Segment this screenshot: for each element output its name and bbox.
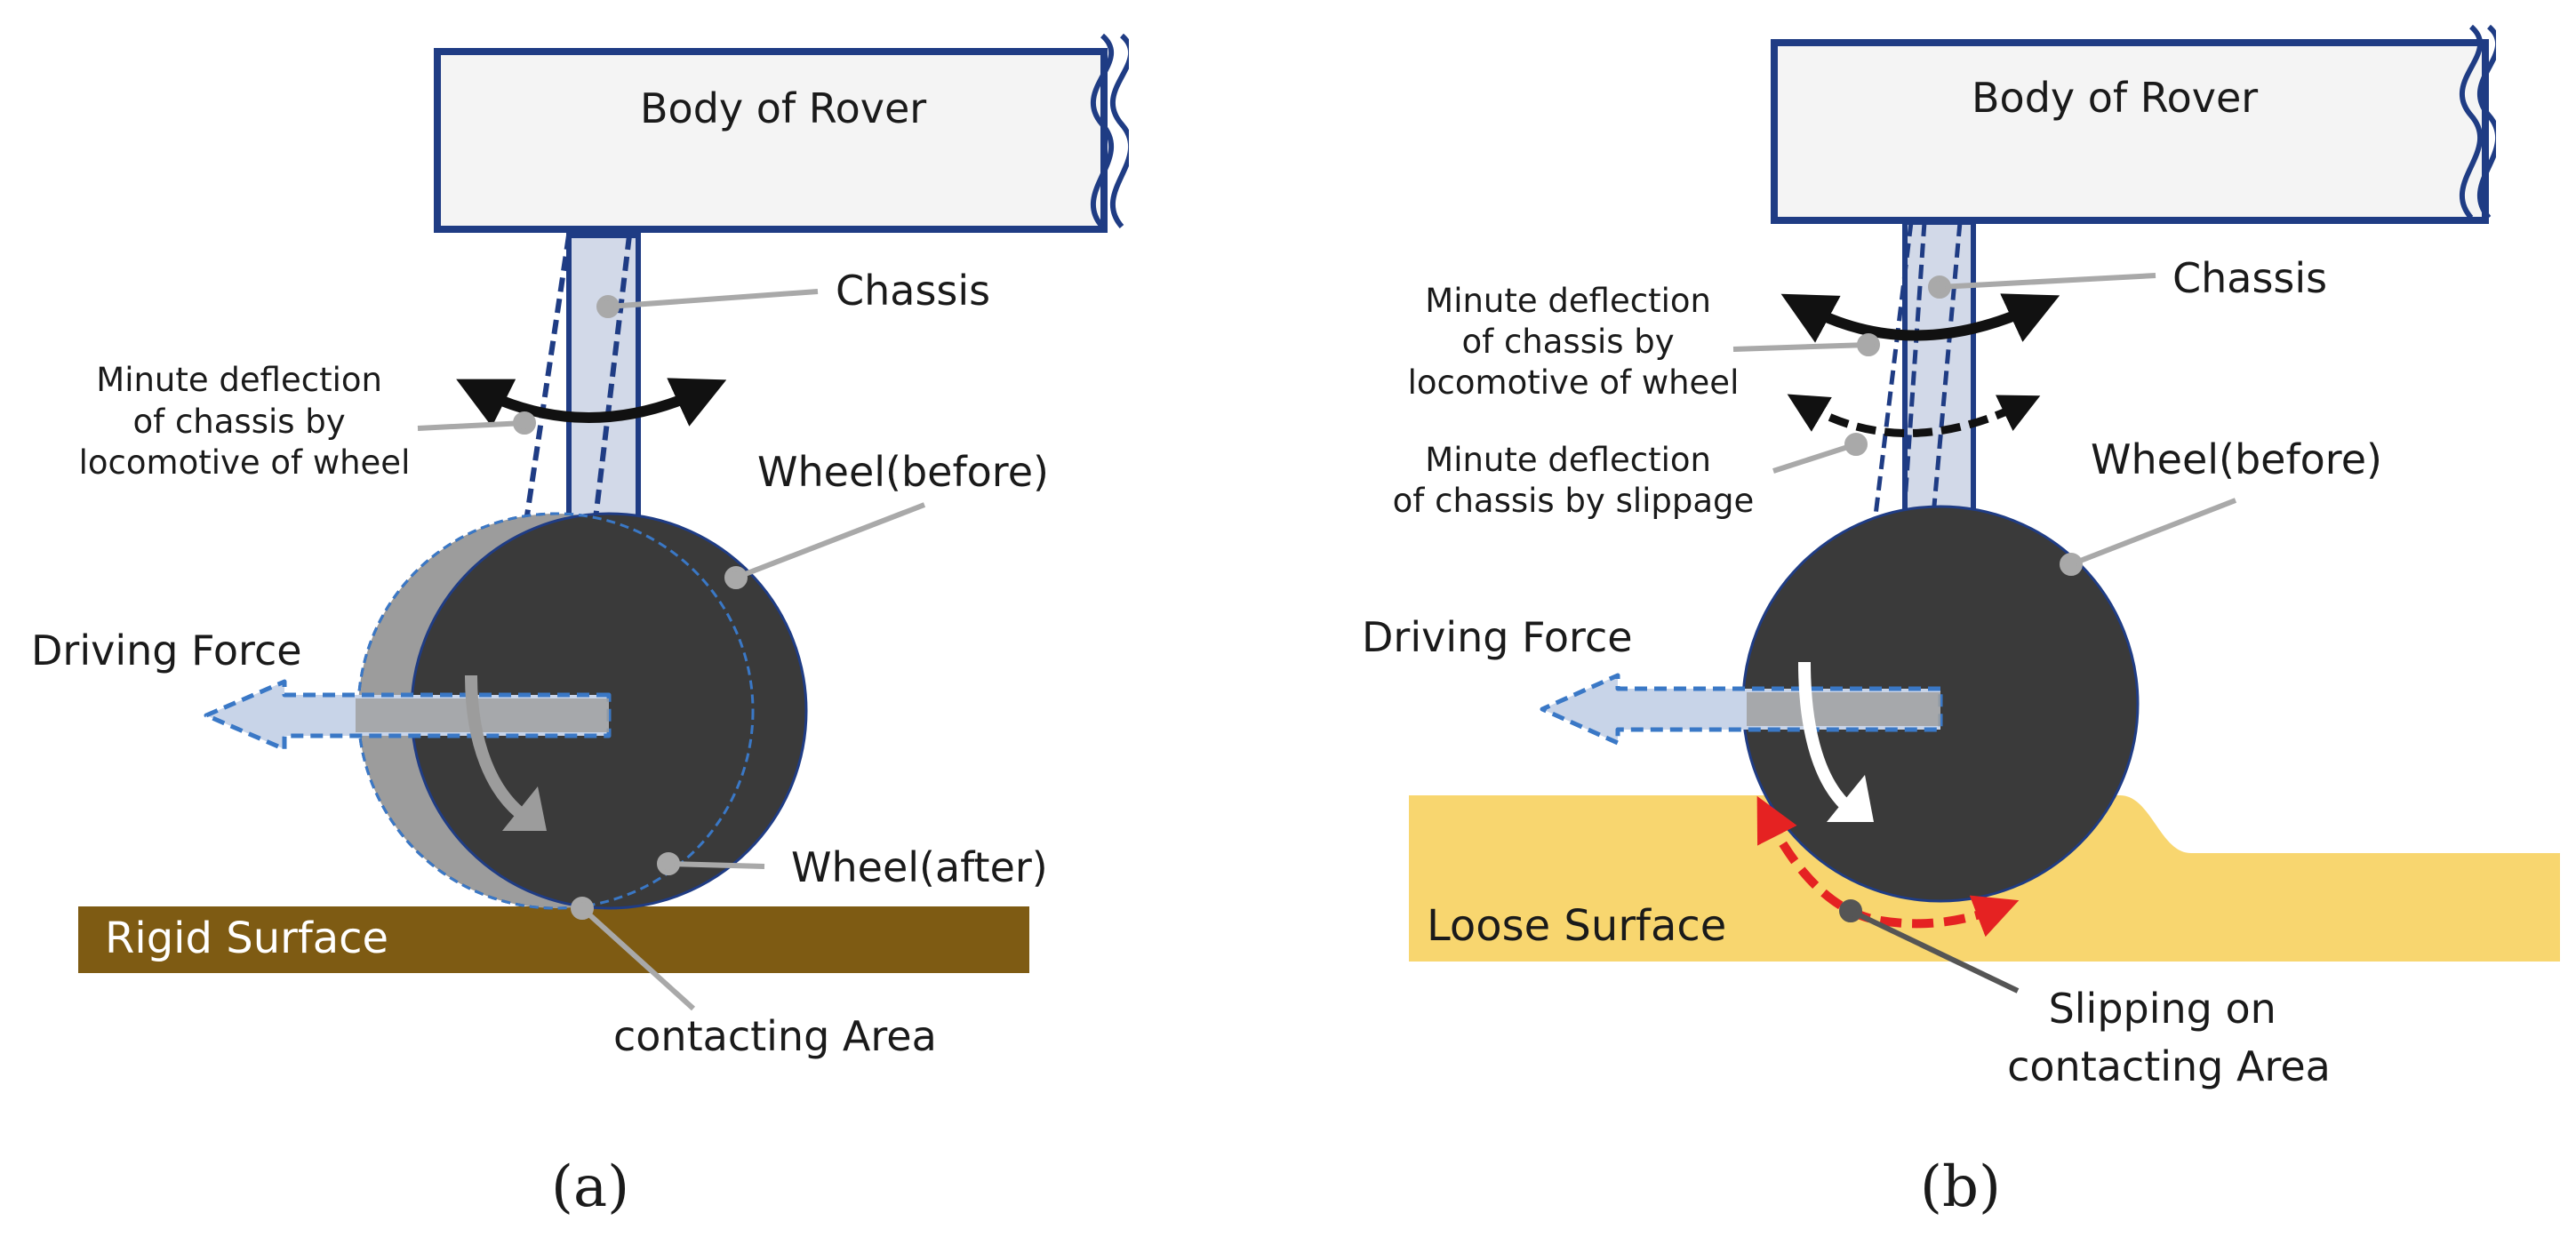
driving-force-b-label: Driving Force [1362, 613, 1633, 661]
rigid-surface [78, 906, 1029, 973]
panel-b: Loose Surface Body of Rover Driving Forc… [1362, 24, 2560, 1220]
deflection-label: Minute deflection of chassis by locomoti… [79, 361, 411, 482]
deflection-slippage-label-line-2: of chassis by slippage [1393, 482, 1755, 520]
wheel-after-label: Wheel(after) [791, 843, 1048, 891]
slip-label: Slipping on contacting Area [2007, 985, 2331, 1090]
driving-force-label: Driving Force [31, 626, 302, 674]
deflection-label-line-2: of chassis by [133, 403, 346, 441]
chassis-b-deflected [1873, 221, 1963, 516]
panel-a: Rigid Surface Body of Rover Driving Forc… [31, 33, 1164, 1220]
deflection-slippage-label: Minute deflection of chassis by slippage [1393, 441, 1755, 520]
rover-body-b-label: Body of Rover [1972, 74, 2258, 122]
chassis-b-label: Chassis [2172, 254, 2327, 302]
deflection-locomotive-label-line-1: Minute deflection [1425, 282, 1711, 320]
chassis [566, 233, 641, 523]
loose-surface-label: Loose Surface [1427, 901, 1726, 951]
rover-body-label: Body of Rover [640, 84, 926, 132]
slip-label-line-1: Slipping on [2049, 985, 2276, 1033]
rotation-arrow [465, 674, 524, 818]
wheel-before-b-label: Wheel(before) [2091, 435, 2382, 483]
deflection-label-line-3: locomotive of wheel [79, 443, 411, 482]
deflection-locomotive-label-line-3: locomotive of wheel [1408, 363, 1740, 402]
wheel-before-label: Wheel(before) [757, 448, 1049, 496]
chassis-label: Chassis [836, 267, 990, 315]
slip-leader-line [1839, 899, 2020, 994]
panel-b-caption: (b) [1920, 1154, 2001, 1220]
deflection-locomotive-arrow [1780, 293, 2060, 343]
slip-arrow [1756, 795, 2020, 938]
leader-lines [417, 289, 926, 1011]
deflection-arrow [456, 378, 727, 427]
rover-body-b [1771, 39, 2489, 224]
deflection-slippage-label-line-1: Minute deflection [1425, 441, 1711, 479]
contact-label: contacting Area [613, 1012, 937, 1060]
slip-label-line-2: contacting Area [2007, 1042, 2331, 1090]
chassis-b [1902, 219, 1976, 518]
rotation-arrow-b [1798, 661, 1850, 809]
rover-body [434, 48, 1108, 233]
deflection-label-line-1: Minute deflection [96, 361, 382, 399]
rigid-surface-label: Rigid Surface [105, 914, 388, 963]
panel-a-caption: (a) [551, 1154, 629, 1220]
deflection-locomotive-label-line-2: of chassis by [1462, 323, 1675, 361]
leader-lines-b [1732, 273, 2237, 576]
deflection-locomotive-label: Minute deflection of chassis by locomoti… [1408, 282, 1740, 402]
